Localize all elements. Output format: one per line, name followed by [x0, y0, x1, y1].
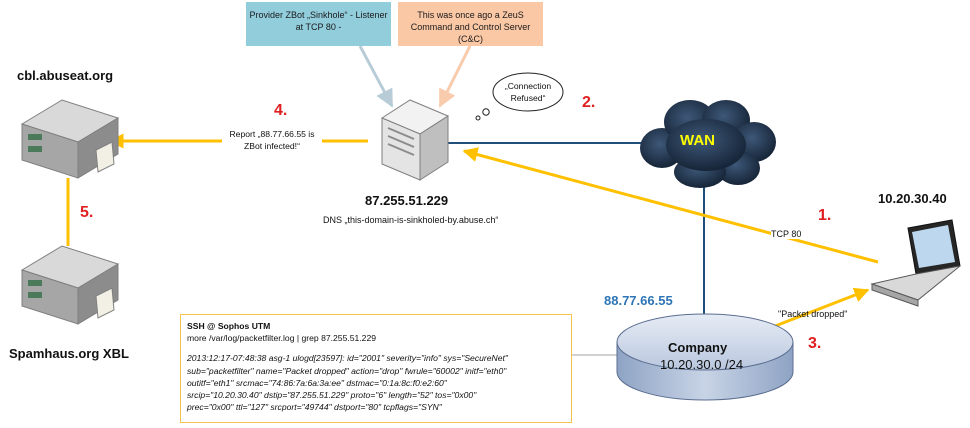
tcp80-label: TCP 80 [771, 229, 802, 239]
sinkhole-callout: Provider ZBot „Sinkhole“ - Listener at T… [246, 2, 391, 46]
log-line: sub="packetfilter" name="Packet dropped"… [187, 365, 507, 376]
step-5: 5. [80, 204, 94, 221]
bubble-tail-large [482, 108, 490, 116]
company-subnet-label: 10.20.30.0 /24 [660, 357, 744, 372]
cbl-rack-server-icon [20, 99, 120, 179]
log-command: more /var/log/packetfilter.log | grep 87… [187, 333, 377, 344]
connection-refused-text: „Connection Refused“ [504, 81, 552, 103]
arrow-packet-dropped [769, 287, 870, 330]
callout-cnc-pointer [438, 45, 472, 108]
cnc-callout: This was once ago a ZeuS Command and Con… [398, 2, 543, 46]
wan-label: WAN [680, 132, 715, 149]
report-label: Report „88.77.66.55 is ZBot infected!“ [222, 128, 322, 152]
step-2: 2. [582, 94, 596, 111]
log-line: prec="0x00" ttl="127" srcport="49744" ds… [187, 402, 442, 413]
log-line: srcip="10.20.30.40" dstip="87.255.51.229… [187, 390, 477, 401]
step-4: 4. [274, 102, 288, 119]
firewall-log-box: SSH @ Sophos UTM more /var/log/packetfil… [180, 314, 572, 423]
company-public-ip-label: 88.77.66.55 [604, 293, 673, 308]
connection-refused-bubble [492, 72, 564, 112]
server-icon [380, 99, 450, 181]
callout-sinkhole-pointer [358, 45, 394, 108]
log-line: 2013:12:17-07:48:38 asg-1 ulogd[23597]: … [187, 353, 508, 364]
bubble-tail-small [475, 115, 481, 121]
cbl-label: cbl.abuseat.org [17, 68, 114, 83]
spamhaus-rack-server-icon [20, 245, 120, 325]
server-dns-label: DNS „this-domain-is-sinkholed-by.abuse.c… [323, 215, 499, 225]
log-line: outitf="eth1" srcmac="74:86:7a:6a:3a:ee"… [187, 377, 447, 388]
server-ip-label: 87.255.51.229 [365, 193, 449, 208]
company-network-cylinder [616, 313, 794, 401]
step-3: 3. [808, 335, 822, 352]
company-name-label: Company [668, 340, 728, 355]
laptop-icon [870, 219, 961, 307]
log-title: SSH @ Sophos UTM [187, 321, 271, 331]
wan-cloud-icon [640, 100, 776, 188]
arrow-tcp80 [462, 147, 879, 264]
packet-dropped-label: "Packet dropped" [778, 309, 848, 319]
step-1: 1. [818, 207, 832, 224]
laptop-ip-label: 10.20.30.40 [878, 191, 947, 206]
spamhaus-label: Spamhaus.org XBL [9, 346, 129, 361]
